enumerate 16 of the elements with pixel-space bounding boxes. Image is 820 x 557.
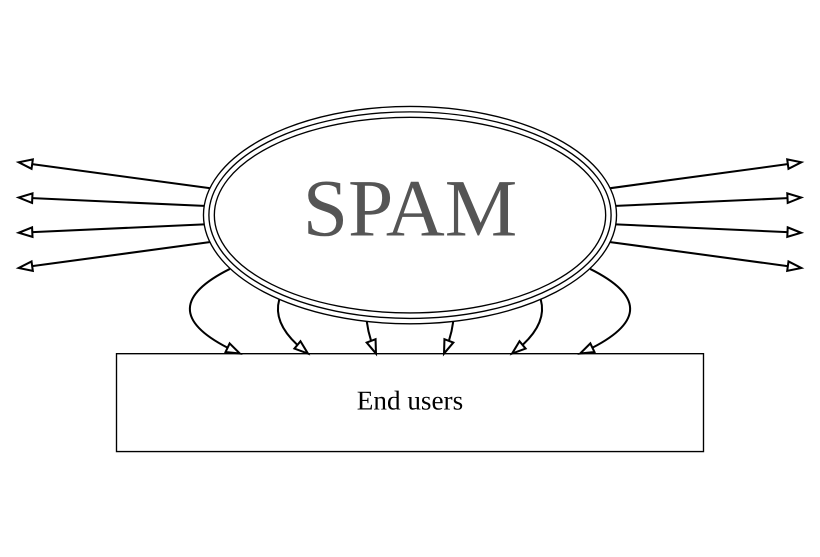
arrow <box>577 268 632 354</box>
arrow <box>510 298 544 356</box>
arrow <box>16 240 210 272</box>
arrow <box>276 298 310 356</box>
arrow <box>610 158 804 189</box>
arrow <box>442 321 456 356</box>
node-box: End users <box>116 352 704 452</box>
arrow <box>16 158 210 189</box>
arrow <box>16 192 204 206</box>
arrow <box>188 268 243 354</box>
arrow <box>16 222 204 238</box>
arrow <box>610 240 804 272</box>
arrow <box>616 192 804 206</box>
arrow <box>616 222 804 238</box>
arrow <box>364 321 378 356</box>
node-ellipse: SPAM <box>202 105 618 324</box>
